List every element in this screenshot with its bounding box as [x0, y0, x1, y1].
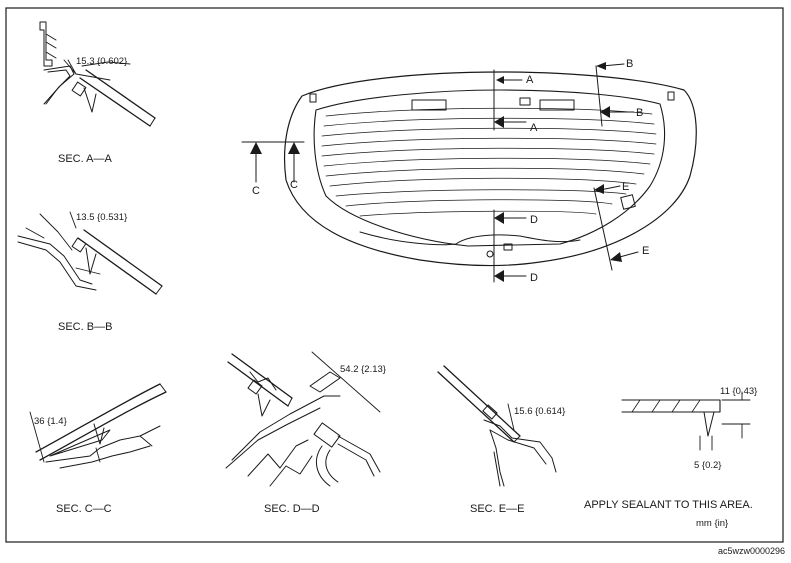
- section-e-drawing: [437, 365, 557, 487]
- marker-e-top: E: [622, 181, 629, 193]
- sealant-detail: [621, 391, 751, 451]
- section-d-drawing: [225, 351, 381, 487]
- marker-d-top: D: [530, 214, 538, 226]
- section-a-drawing: [39, 21, 156, 127]
- dimension-sec-d: 54.2 {2.13}: [340, 364, 386, 375]
- units-note: mm {in}: [696, 518, 728, 529]
- diagram-frame: [5, 7, 784, 543]
- dimension-sealant-height: 11 {0.43}: [720, 386, 757, 397]
- caption-sec-e: SEC. E—E: [470, 503, 524, 515]
- marker-a-top: A: [526, 74, 534, 86]
- marker-a-bottom: A: [530, 122, 538, 134]
- caption-sec-b: SEC. B—B: [58, 321, 112, 333]
- rear-window-overview: [241, 62, 697, 283]
- figure-code: ac5wzw0000296: [717, 546, 785, 556]
- dimension-sec-a: 15.3 {0.602}: [76, 56, 127, 67]
- marker-e-bottom: E: [642, 245, 649, 257]
- dimension-sealant-width: 5 {0.2}: [694, 460, 721, 471]
- caption-sec-a: SEC. A—A: [58, 153, 112, 165]
- dimension-sec-e: 15.6 {0.614}: [514, 406, 565, 417]
- dimension-sec-c: 36 {1.4}: [34, 416, 67, 427]
- caption-sec-d: SEC. D—D: [264, 503, 320, 515]
- caption-sec-c: SEC. C—C: [56, 503, 112, 515]
- marker-c-left: C: [252, 185, 260, 197]
- marker-d-bottom: D: [530, 272, 538, 284]
- section-c-drawing: [29, 383, 167, 469]
- marker-b-bottom: B: [636, 107, 643, 119]
- marker-b-top: B: [626, 58, 633, 70]
- marker-c-right: C: [290, 179, 298, 191]
- dimension-sec-b: 13.5 {0.531}: [76, 212, 127, 223]
- section-b-drawing: [17, 211, 163, 295]
- sealant-note: APPLY SEALANT TO THIS AREA.: [584, 499, 753, 511]
